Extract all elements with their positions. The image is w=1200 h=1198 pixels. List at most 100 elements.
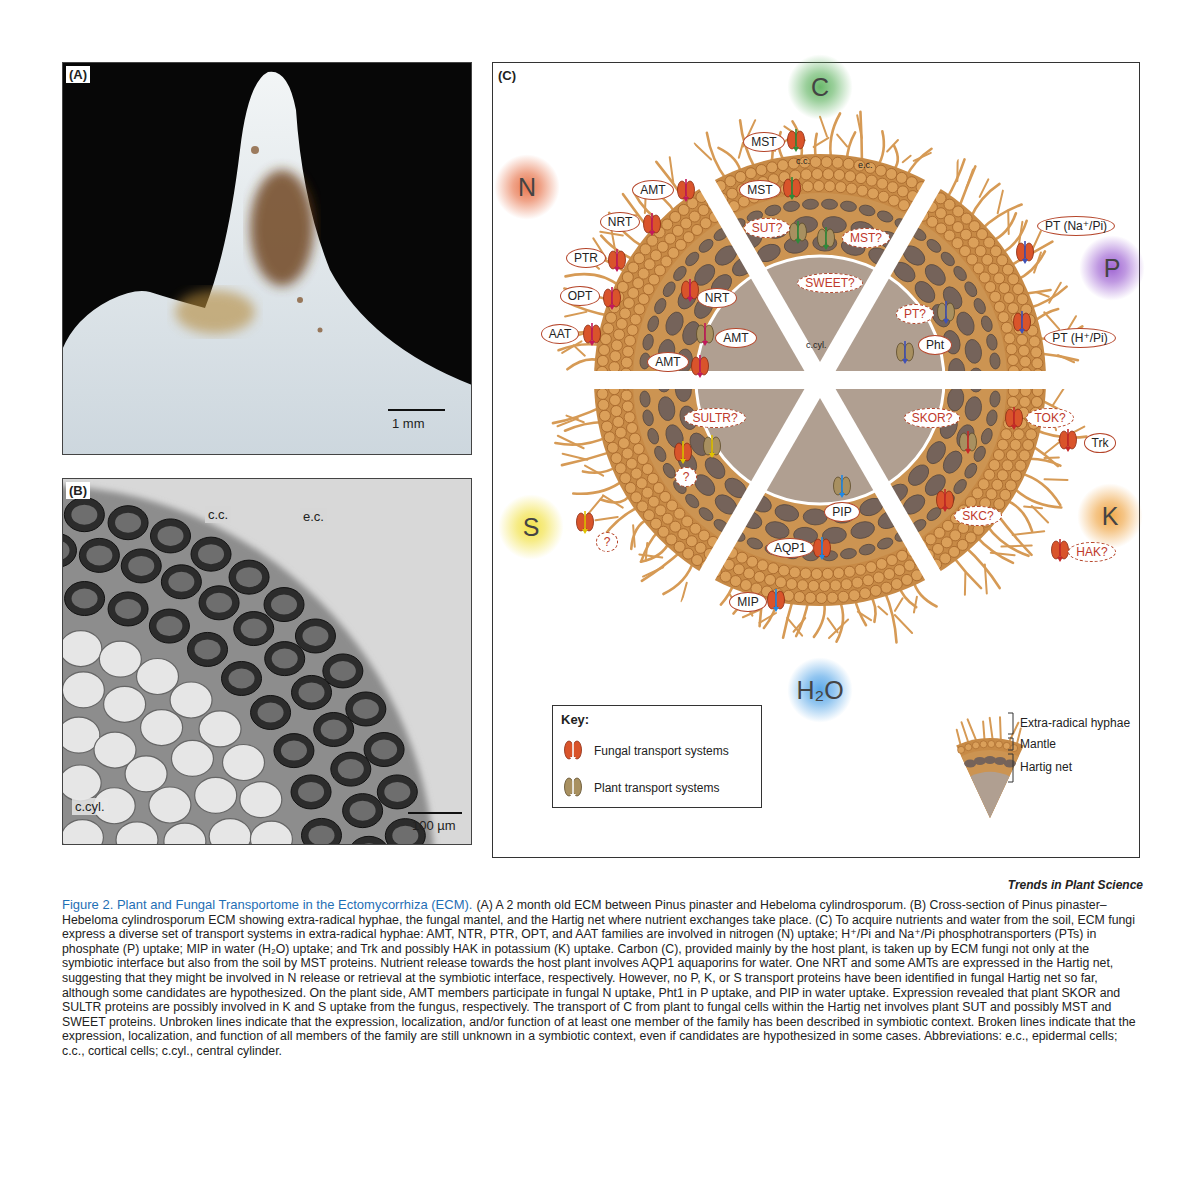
mantle-hypha [616,318,627,329]
element-circle: P [1079,235,1145,301]
mantle-hypha [1031,396,1042,407]
transport-arrow [572,776,574,796]
hypothetical-transporter-oval: PT? [896,304,934,324]
cell-lumen [299,682,325,702]
mantle-hypha [827,592,838,603]
transport-arrow [616,249,618,269]
cell-lumen [371,740,397,760]
cortical-cell [199,586,239,620]
mantle-hypha [875,165,886,176]
mantle-hypha [844,566,855,577]
mantle-hypha [623,346,634,357]
transporter-oval: MST [739,180,780,200]
cell-lumen [321,719,347,739]
pale-cell [62,631,102,667]
mantle-hypha [1003,742,1010,749]
arrow-head [614,267,620,272]
mantle-hypha [735,171,746,182]
pale-cell [209,819,251,845]
mantle-hypha [843,158,854,169]
mantle-hypha [1020,356,1031,367]
transporter-half [946,303,955,321]
legend-sample [560,736,586,766]
pale-cell [104,686,146,722]
mantle-hypha [609,395,620,406]
mantle-hypha [740,580,751,591]
mantle-hypha [994,301,1005,312]
extra-radical-hypha [565,422,604,431]
hypothetical-transporter-oval: SKOR? [904,408,961,428]
hypha-branch [828,618,838,632]
hypha-branch [1037,292,1049,296]
mantle-hypha [998,312,1009,323]
hypha-branch [574,345,585,355]
nutrient-letter: N [518,173,536,202]
hypha-branch [1007,211,1010,234]
transporter-name: AMT [640,183,665,197]
hypha-branch [814,138,829,147]
cortical-cell [984,756,996,764]
hypha-branch [585,466,603,476]
transport-arrow [685,179,687,199]
cortical-cell [963,338,983,365]
hypha-branch [565,312,586,317]
cell-lumen [384,782,410,802]
cell-lumen [302,626,328,646]
mantle-hypha [637,454,648,465]
cortical-cell [295,619,335,653]
sector-gap [670,120,970,640]
epidermal-cell [840,200,857,212]
mantle-hypha [886,555,897,566]
transporter-name: AMT [723,331,748,345]
hypha-branch [837,135,847,147]
epidermal-cell [962,461,979,480]
cortical-cell [974,757,986,765]
cortical-cell [314,712,354,746]
pale-cell [250,821,292,845]
epidermal-cell [951,477,969,496]
mantle-hypha [610,351,621,362]
hypha-branch [895,615,912,633]
arrow-head [773,607,779,612]
mantle-hypha [1002,264,1013,275]
mantle-hypha [821,157,832,168]
cell-lumen [71,505,97,525]
mantle-hypha [636,478,647,489]
transporter-name: HAK? [1076,545,1107,559]
transporter-name: PT (H⁺/Pi) [1052,331,1107,345]
cortical-cell [150,519,190,553]
arrow-head [1065,447,1071,452]
arrow-head [609,305,615,310]
mantle-hypha [849,590,860,601]
hypothetical-transporter-oval: ? [596,532,619,552]
element-circle: H₂O [787,657,853,723]
cortical-cell [121,549,161,583]
arrow-head [943,319,949,324]
cell-lumen [236,567,262,587]
element-circle: C [787,54,853,120]
mantle-hypha [1008,303,1019,314]
transporter-name: MST [747,183,772,197]
mantle-hypha [627,422,638,433]
mantle-hypha [725,176,736,187]
transporter-name: Trk [1092,436,1109,450]
epidermal-cell [652,297,668,316]
cell-lumen [156,616,182,636]
transporter-half [712,437,721,455]
mantle-hypha [745,168,756,179]
transport-arrow [572,739,574,759]
extra-radical-hypha [884,590,896,642]
transporter-oval: NRT [600,212,640,232]
mantle-hypha [887,182,898,193]
arrow-head [823,245,829,250]
transport-arrow [825,227,827,247]
transporter-name: SKOR? [912,411,953,425]
cortical-cell [234,612,274,646]
mantle-hypha [797,580,808,591]
transporter-name: PIP [832,505,851,519]
mantle-hypha [624,412,635,423]
transport-arrow [944,489,946,509]
mantle-hypha [985,282,996,293]
cell-lumen [308,825,334,845]
nutrient-letter: S [523,513,540,542]
